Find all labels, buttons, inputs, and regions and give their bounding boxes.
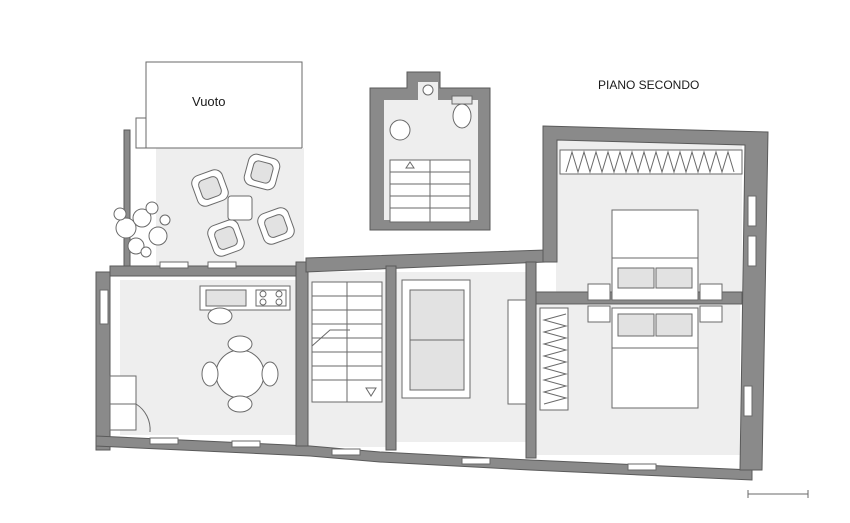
tv-console [507,299,527,405]
cooktop [255,289,287,307]
nightstand [699,305,723,323]
kitchen [109,285,291,433]
nightstand [699,283,723,301]
armchair [191,169,229,207]
terrace-furniture [113,153,295,258]
armchair [243,153,281,191]
bedroom-one [559,149,743,301]
chair [261,361,279,387]
chair [227,395,253,413]
shower-drain [422,84,434,96]
toilet [452,103,472,129]
wardrobe [559,149,743,175]
washbasin [389,119,411,141]
sink [205,289,247,307]
void-area: Vuoto [145,61,303,149]
dining-set [201,335,279,413]
nightstand [587,305,611,323]
upper-tower [389,84,473,223]
plan-title: PIANO SECONDO [598,78,699,92]
void-label: Vuoto [192,94,226,109]
living-room [401,279,527,405]
armchair [257,207,295,245]
cabinet [109,403,137,431]
chair [201,361,219,387]
cabinet [109,375,137,407]
plants [113,201,171,258]
stool [207,307,233,325]
bedroom-two [539,305,723,411]
chair [227,335,253,353]
lower-staircase [311,281,383,403]
dining-table [215,349,265,399]
windows [99,195,757,471]
nightstand [587,283,611,301]
armchair [207,219,245,257]
scale-bar [747,490,809,498]
coffee-table [227,195,253,221]
